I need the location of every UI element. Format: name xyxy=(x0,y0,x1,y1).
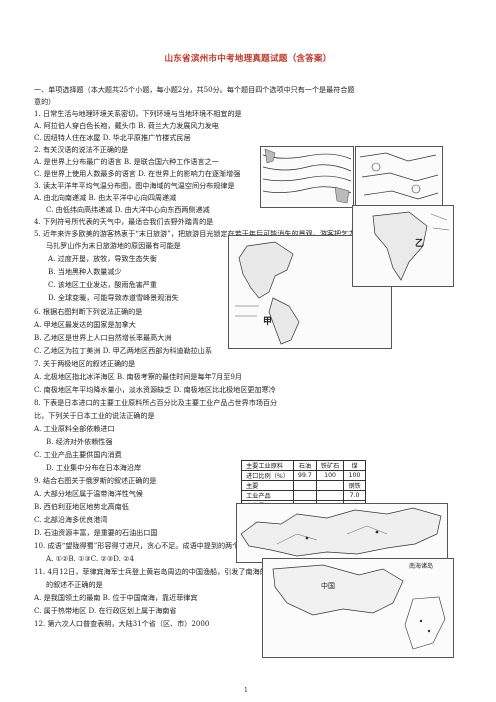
table-header-cell: 石油 xyxy=(293,460,317,471)
question-line: A. 大部分地区属于温带海洋性气候 xyxy=(34,489,143,498)
question-line: B. 西伯利亚地区地势北高南低 xyxy=(34,502,129,511)
question-line: 的叙述不正确的是 xyxy=(46,580,103,589)
question-line: C. 工业产品主要供国内消费 xyxy=(34,450,122,459)
question-line: B. 乙地区是世界上人口自然增长率最高大洲 xyxy=(34,333,172,342)
question-line: C. 北部沿海多优良港湾 xyxy=(34,515,108,524)
south-sea-label: 南海诸岛 xyxy=(409,563,434,570)
question-line: C. 因纽特人住在冰屋 D. 华北平原推广竹楼式民居 xyxy=(34,133,191,142)
page-number: 1 xyxy=(244,687,248,694)
question-line: 10. 成语“望陇得蜀”形容得寸进尺，贪心不足。成语中提到的两个省区是 xyxy=(34,541,261,550)
question-line: A. 是世界上分布最广的语言 B. 是联合国六种工作语言之一 xyxy=(34,157,219,166)
question-line: D. 全球变暖，可能导致赤道雪峰景观消失 xyxy=(48,293,179,302)
table-header-cell: 铁矿石 xyxy=(315,460,345,471)
question-line: A. 由北向南递减 B. 由太平洋中心向四周递减 xyxy=(34,193,177,202)
question-line: 6. 根据右图判断下列说法正确的是 xyxy=(34,307,143,316)
question-line: B. 当地黑种人数量减少 xyxy=(48,267,122,276)
question-line: C. 属于热带地区 D. 在行政区划上属于海南省 xyxy=(34,606,177,615)
question-line: A. 工业原料全部依赖进口 xyxy=(34,424,115,433)
table-header-cell: 主要工业原料 xyxy=(240,460,295,471)
table-header-cell: 煤 xyxy=(343,460,366,471)
region-label-yi: 乙 xyxy=(415,239,425,249)
table-cell: 工业产品 xyxy=(240,490,295,501)
question-line: D. 工业集中分布在日本海沿岸 xyxy=(46,463,142,472)
question-line: C. 乙地区为拉丁美洲 D. 甲乙两地区西部为科迪勒拉山系 xyxy=(34,346,212,355)
table-cell: 钢铁 xyxy=(343,480,366,491)
weather-symbols-map xyxy=(355,146,443,210)
question-line: 12. 第六次人口普查表明，大陆31个省（区、市）2000 xyxy=(34,619,210,628)
question-line: 一、单项选择题（本大题共25个小题，每小题2分，共50分。每个题目四个选项中只有… xyxy=(34,85,355,94)
page-title: 山东省滨州市中考地理真题试题（含答案） xyxy=(164,54,332,64)
south-america-map: 乙 xyxy=(352,205,454,287)
table-cell: 7.0 xyxy=(343,490,366,501)
question-line: A. 甲地区最发达的国家是加拿大 xyxy=(34,320,136,329)
table-cell: 100 xyxy=(343,470,366,481)
question-line: A. 北极地区指北冰洋海区 B. 南极考察的最佳时间是每年7月至9月 xyxy=(34,372,242,381)
question-line: 1. 日常生活与地理环境关系密切，下列环境与当地环境不相宜的是 xyxy=(34,109,242,118)
question-line: C. 是世界上使用人数最多的语言 D. 在世界上的影响力在逐渐增强 xyxy=(34,169,241,178)
question-line: A. 阿拉伯人穿白色长袍，戴头巾 B. 荷兰大力发展风力发电 xyxy=(34,121,219,130)
question-line: 意的） xyxy=(34,97,56,106)
question-line: A. 过度开垦，放牧，导致生态失衡 xyxy=(48,254,157,263)
question-line: D. 石油资源丰富，是重要的石油出口国 xyxy=(34,528,158,537)
question-line: 8. 下表是日本进口的主要工业原料所占百分比及主要工业产品占世界市场百分 xyxy=(34,398,278,407)
question-line: A. 是我国领土的最南 B. 位于中国南海，靠近菲律宾 xyxy=(34,593,198,602)
china-south-sea-map: 中国 南海诸岛 xyxy=(262,558,454,658)
question-line: 5. 近年来许多欧美的游客热衷于“末日旅游”，把旅游目光锁定在若干年后可能消失的… xyxy=(34,229,356,238)
question-line: C. 由低纬向高纬递减 D. 由大洋中心向东西两侧递减 xyxy=(46,205,210,214)
question-line: C. 南极地区年平均降水量小，淡水资源缺乏 D. 南极地区比北极地区更加寒冷 xyxy=(34,385,276,394)
question-line: A. ①②B. ①③C. ②③D. ②4 xyxy=(46,554,135,563)
china-label: 中国 xyxy=(321,582,335,590)
question-line: 2. 有关汉语的说法不正确的是 xyxy=(34,145,129,154)
question-line: 3. 读太平洋年平均气温分布图，图中海域的气温空间分布规律是 xyxy=(34,181,235,190)
question-line: 比，下列关于日本工业的说法正确的是 xyxy=(34,411,155,420)
question-line: C. 该地区工业发达，酸雨危害严重 xyxy=(48,280,157,289)
question-line: B. 经济对外依赖性强 xyxy=(46,437,113,446)
pacific-temperature-map xyxy=(260,146,354,208)
question-line: 马扎罗山作为末日旅游地的原因最有可能是 xyxy=(46,241,181,250)
table-cell: 主要 xyxy=(240,480,295,491)
question-line: 9. 结合右图关于俄罗斯的叙述正确的是 xyxy=(34,476,157,485)
question-line: 4. 下列符号所代表的天气中，最适合我们去野外踏青的是 xyxy=(34,217,214,226)
question-line: 11. 4月12日，菲律宾海军士兵登上黄岩岛周边的中国渔船，引发了南海的对峙事件… xyxy=(34,567,338,576)
table-cell: 进口比例（%） xyxy=(240,470,295,481)
table-cell: 100 xyxy=(315,470,345,481)
region-label-jia: 甲 xyxy=(263,317,273,327)
russia-map xyxy=(236,503,448,563)
table-cell: 99.7 xyxy=(293,470,317,481)
question-line: 7. 关于两极地区的叙述正确的是 xyxy=(34,359,136,368)
